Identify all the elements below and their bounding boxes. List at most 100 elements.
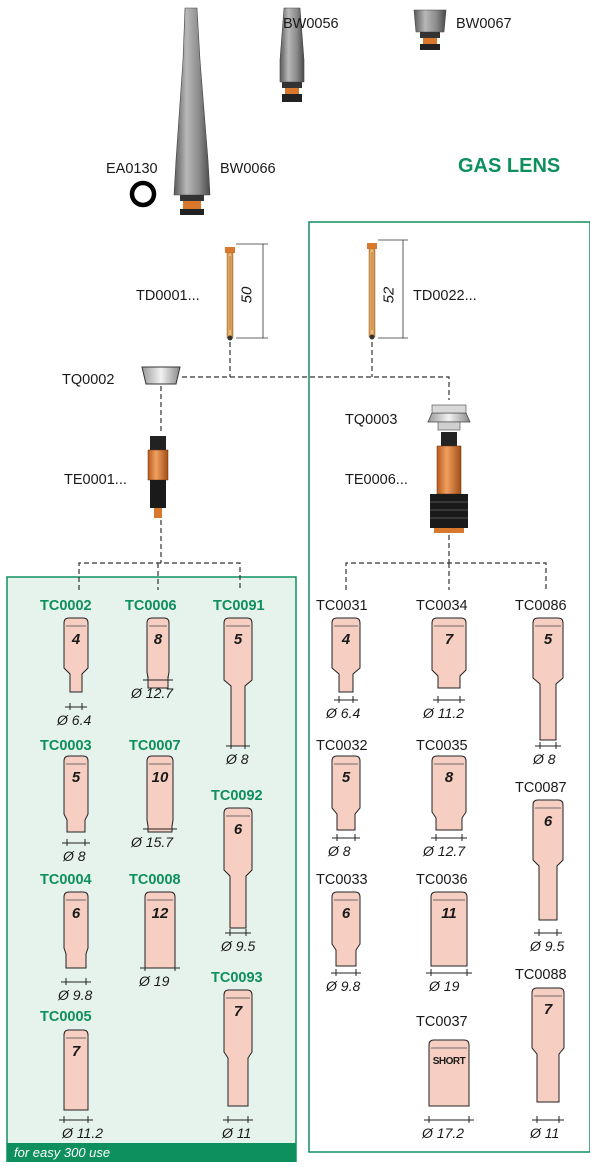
nozzle-size-tc0088: 7 xyxy=(543,1001,553,1018)
collet-right-icon xyxy=(367,243,377,340)
nozzle-size-tc0037: SHORT xyxy=(432,1056,466,1067)
part-label-te0001: TE0001... xyxy=(64,472,127,488)
nozzle-tc0006-icon xyxy=(143,617,173,689)
nozzle-diameter-tc0087: Ø 9.5 xyxy=(530,938,565,954)
nozzle-diameter-tc0093: Ø 11 xyxy=(222,1125,252,1141)
length-dim-td0022: 52 xyxy=(380,286,398,304)
nozzle-diameter-tc0033: Ø 9.8 xyxy=(326,978,361,994)
nozzle-code-tc0008: TC0008 xyxy=(129,872,181,888)
nozzle-code-tc0087: TC0087 xyxy=(515,780,567,796)
nozzle-tc0008-icon xyxy=(140,891,180,971)
nozzle-graphics xyxy=(59,617,565,1123)
nozzle-code-tc0033: TC0033 xyxy=(316,872,368,888)
nozzle-code-tc0002: TC0002 xyxy=(40,598,92,614)
nozzle-size-tc0033: 6 xyxy=(341,905,351,922)
nozzle-diameter-tc0036: Ø 19 xyxy=(429,978,460,994)
nozzle-diameter-tc0031: Ø 6.4 xyxy=(326,705,361,721)
nozzle-size-tc0035: 8 xyxy=(444,769,454,786)
nozzle-code-tc0031: TC0031 xyxy=(316,598,368,614)
dimension-lines xyxy=(236,239,408,339)
nozzle-tc0033-icon xyxy=(331,891,361,976)
insulator-left-icon xyxy=(141,366,181,385)
nozzle-size-tc0007: 10 xyxy=(151,769,169,786)
nozzle-diameter-tc0034: Ø 11.2 xyxy=(423,705,464,721)
nozzle-tc0002-icon xyxy=(63,617,89,710)
nozzle-size-tc0032: 5 xyxy=(341,769,351,786)
nozzle-diameter-tc0008: Ø 19 xyxy=(139,973,170,989)
nozzle-code-tc0036: TC0036 xyxy=(416,872,468,888)
nozzle-diameter-tc0004: Ø 9.8 xyxy=(58,987,93,1003)
nozzle-size-tc0003: 5 xyxy=(71,769,81,786)
nozzle-size-tc0091: 5 xyxy=(233,631,243,648)
insulator-right-icon xyxy=(427,404,471,431)
nozzle-tc0003-icon xyxy=(62,755,90,846)
nozzle-code-tc0088: TC0088 xyxy=(515,967,567,983)
nozzle-diameter-tc0092: Ø 9.5 xyxy=(221,938,256,954)
nozzle-tc0092-icon xyxy=(223,807,253,936)
nozzle-code-tc0032: TC0032 xyxy=(316,738,368,754)
nozzle-code-tc0092: TC0092 xyxy=(211,788,263,804)
part-label-tq0002: TQ0002 xyxy=(62,372,115,388)
medium-back-cap-icon xyxy=(279,7,305,102)
nozzle-size-tc0008: 12 xyxy=(151,905,169,922)
part-label-td0001: TD0001... xyxy=(136,288,200,304)
collet-left-icon xyxy=(225,247,235,341)
part-label-ea0130: EA0130 xyxy=(106,161,158,177)
part-label-bw0056: BW0056 xyxy=(283,16,339,32)
nozzle-tc0035-icon xyxy=(431,755,467,841)
nozzle-diameter-tc0088: Ø 11 xyxy=(530,1125,560,1141)
nozzle-code-tc0035: TC0035 xyxy=(416,738,468,754)
nozzle-diameter-tc0005: Ø 11.2 xyxy=(62,1125,103,1141)
length-dim-td0001: 50 xyxy=(238,286,256,304)
nozzle-size-tc0086: 5 xyxy=(543,631,553,648)
nozzle-tc0034-icon xyxy=(431,617,467,703)
nozzle-code-tc0034: TC0034 xyxy=(416,598,468,614)
nozzle-tc0005-icon xyxy=(59,1029,93,1123)
nozzle-size-tc0034: 7 xyxy=(444,631,454,648)
nozzle-tc0007-icon xyxy=(143,755,177,833)
nozzle-size-tc0004: 6 xyxy=(71,905,81,922)
nozzle-size-tc0002: 4 xyxy=(71,631,81,648)
nozzle-code-tc0003: TC0003 xyxy=(40,738,92,754)
connector-lines xyxy=(78,342,547,590)
nozzle-size-tc0006: 8 xyxy=(153,631,163,648)
nozzle-tc0037-icon xyxy=(424,1039,474,1123)
nozzle-code-tc0091: TC0091 xyxy=(213,598,265,614)
nozzle-size-tc0092: 6 xyxy=(233,821,243,838)
nozzle-diameter-tc0035: Ø 12.7 xyxy=(423,843,466,859)
nozzle-tc0032-icon xyxy=(331,755,361,841)
nozzle-size-tc0087: 6 xyxy=(543,813,553,830)
nozzle-diameter-tc0006: Ø 12.7 xyxy=(131,685,174,701)
nozzle-tc0031-icon xyxy=(331,617,361,703)
nozzle-code-tc0004: TC0004 xyxy=(40,872,92,888)
nozzle-tc0036-icon xyxy=(426,891,472,976)
nozzle-diameter-tc0002: Ø 6.4 xyxy=(57,712,92,728)
nozzle-size-tc0031: 4 xyxy=(341,631,351,648)
nozzle-diameter-tc0086: Ø 8 xyxy=(533,751,556,767)
collet-body-left-icon xyxy=(147,436,169,518)
nozzle-code-tc0006: TC0006 xyxy=(125,598,177,614)
footer-note: for easy 300 use xyxy=(7,1143,296,1162)
nozzle-diameter-tc0091: Ø 8 xyxy=(226,751,249,767)
part-label-td0022: TD0022... xyxy=(413,288,477,304)
nozzle-tc0093-icon xyxy=(223,989,253,1123)
nozzle-diameter-tc0037: Ø 17.2 xyxy=(422,1125,465,1141)
gas-lens-header: GAS LENS xyxy=(458,155,561,177)
short-back-cap-icon xyxy=(413,9,447,50)
gas-lens-body-right-icon xyxy=(430,432,468,533)
nozzle-tc0087-icon xyxy=(532,799,564,936)
long-back-cap-icon xyxy=(173,7,211,215)
nozzle-size-tc0036: 11 xyxy=(441,905,457,922)
nozzle-diameter-tc0003: Ø 8 xyxy=(63,848,86,864)
part-label-tq0003: TQ0003 xyxy=(345,412,398,428)
nozzle-size-tc0093: 7 xyxy=(233,1003,243,1020)
nozzle-code-tc0093: TC0093 xyxy=(211,970,263,986)
nozzle-diameter-tc0007: Ø 15.7 xyxy=(131,834,174,850)
nozzle-tc0091-icon xyxy=(223,617,253,749)
part-label-bw0067: BW0067 xyxy=(456,16,512,32)
nozzle-tc0086-icon xyxy=(532,617,564,749)
nozzle-code-tc0037: TC0037 xyxy=(416,1014,468,1030)
part-label-te0006: TE0006... xyxy=(345,472,408,488)
nozzle-diameter-tc0032: Ø 8 xyxy=(328,843,351,859)
